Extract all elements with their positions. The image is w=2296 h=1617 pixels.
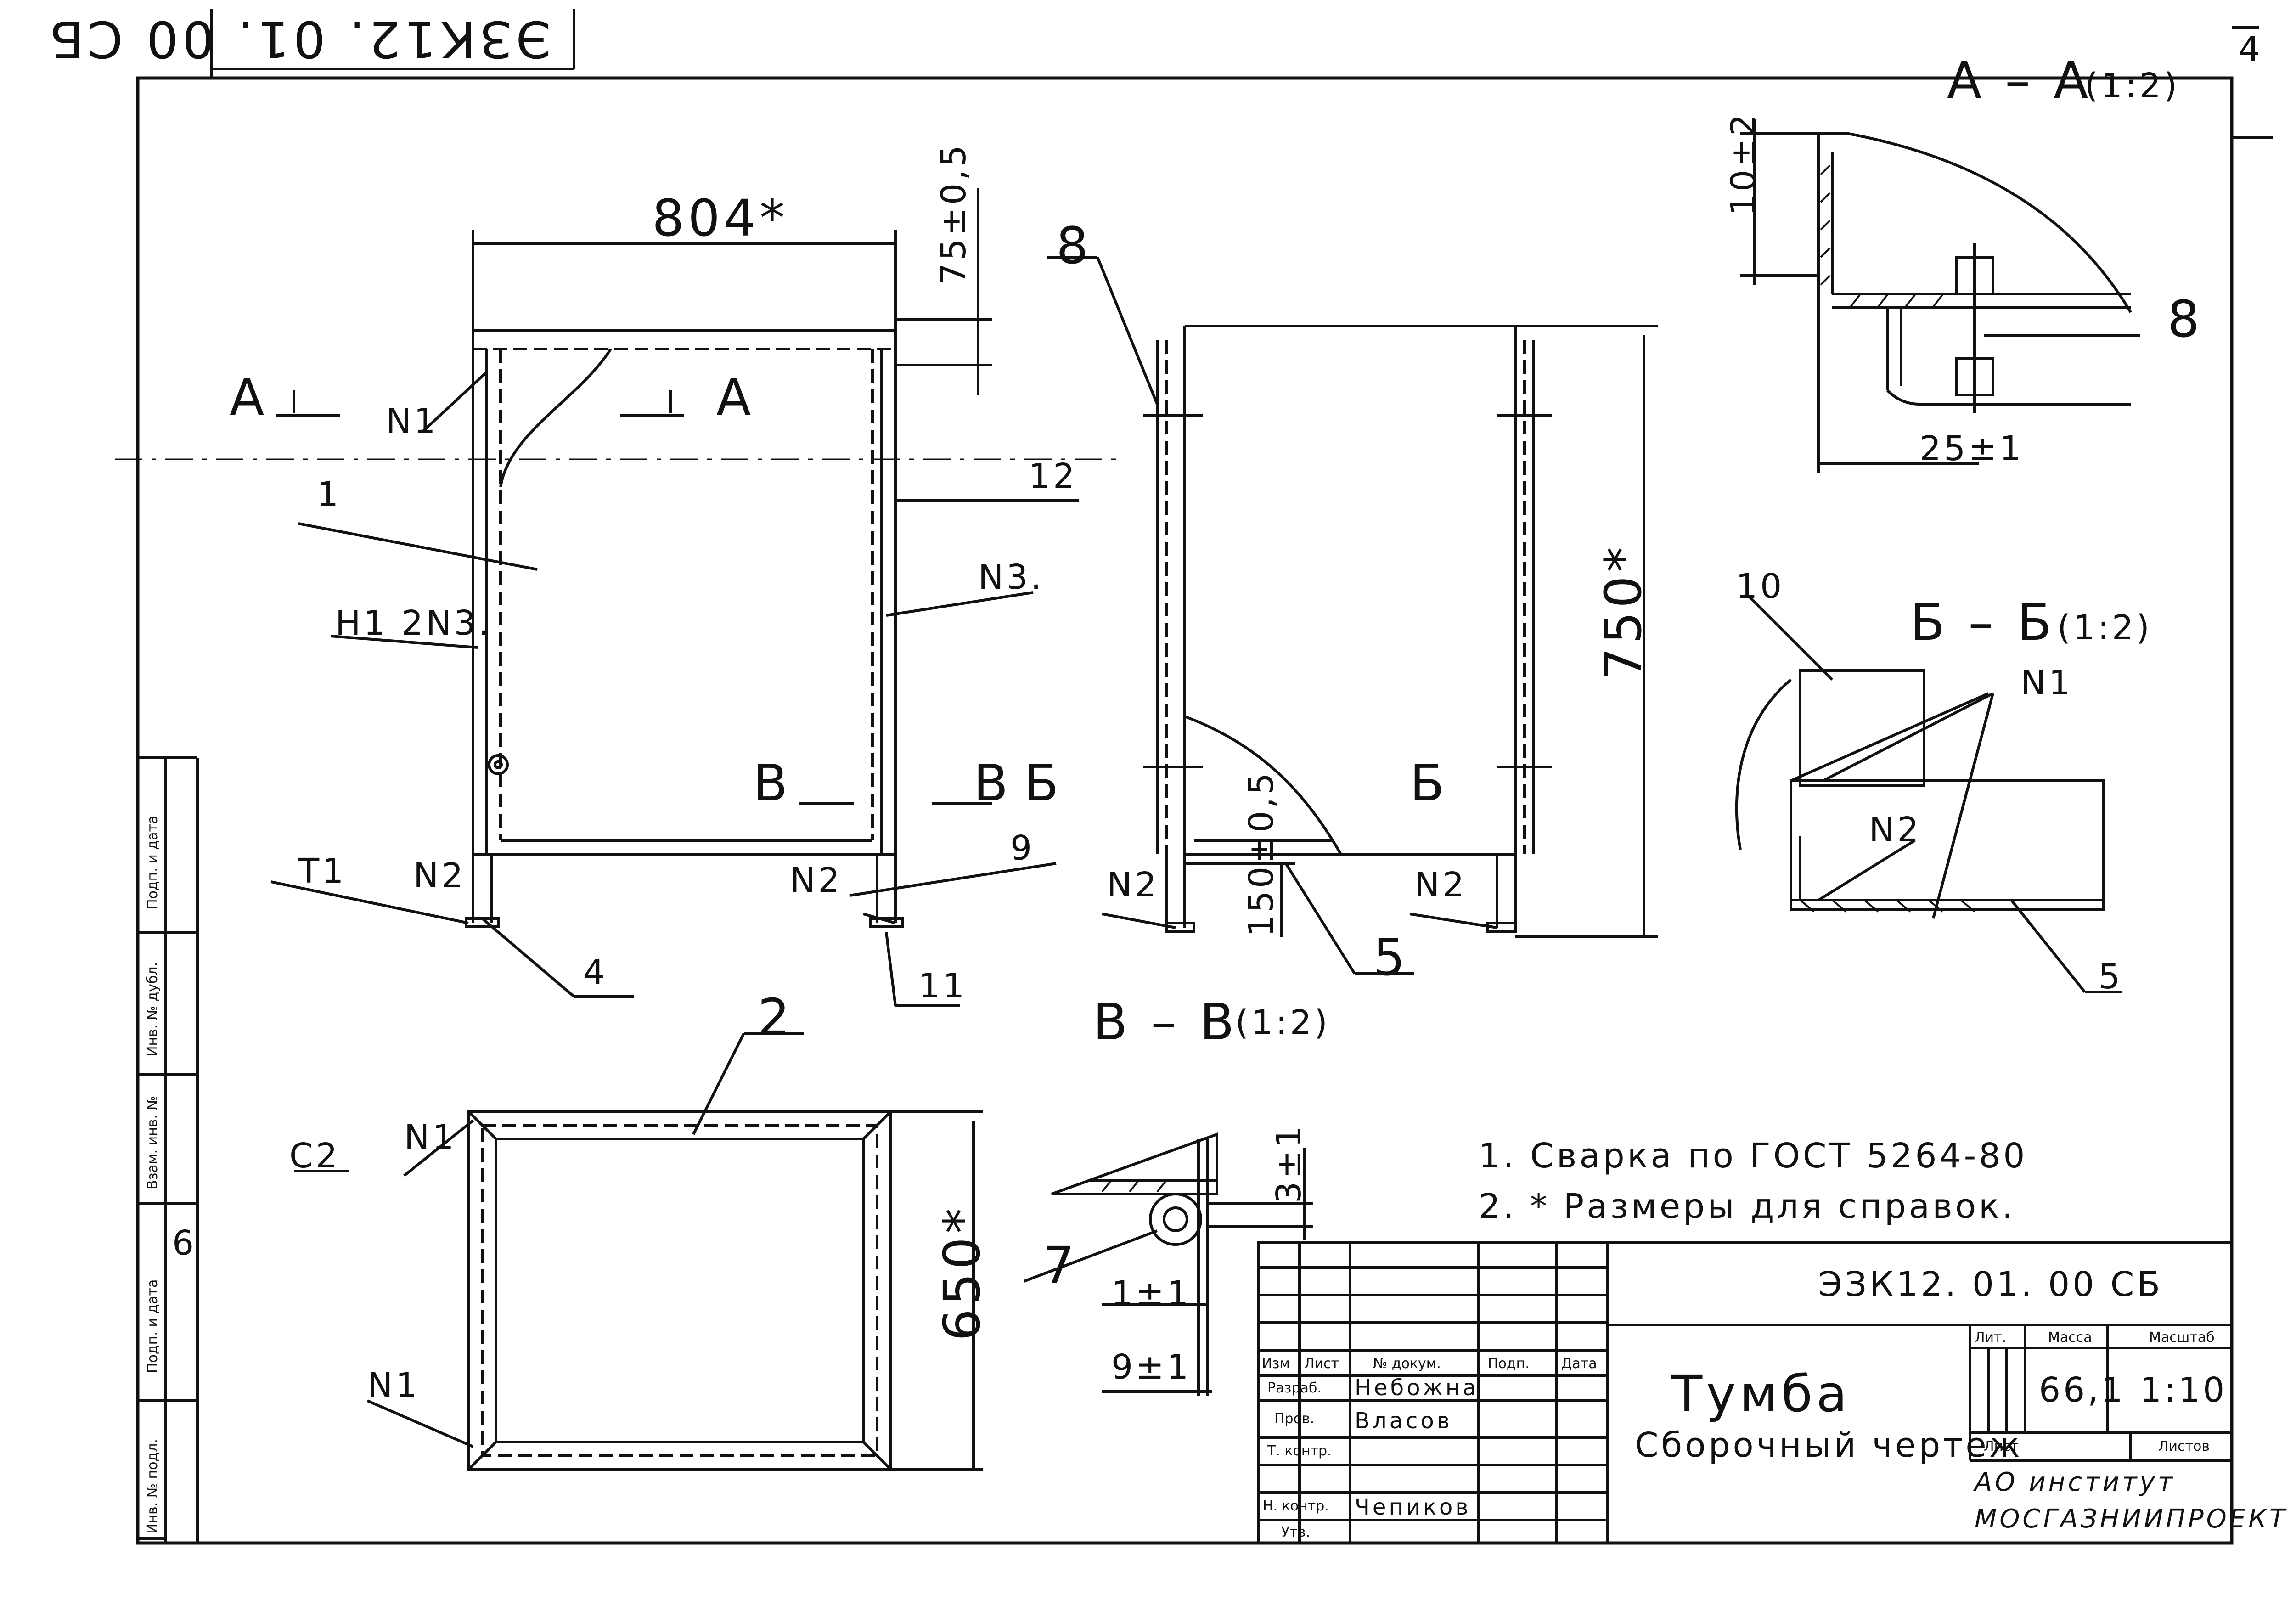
side-height-dim: 750*	[1594, 543, 1653, 680]
section-vv-dim-3: 3±1	[1269, 1123, 1309, 1203]
section-vv-scale: (1:2)	[1235, 1003, 1330, 1042]
title-block-code: ЭЗК12. 01. 00 СБ	[1818, 1265, 2163, 1304]
strip-label-sign-date-1: Подп. и дата	[145, 815, 161, 909]
strip-label-replace-no: Взам. инв. №	[145, 1096, 161, 1189]
top-item-2: 2	[758, 988, 793, 1047]
tb-sheet-label: Лист	[1984, 1438, 2019, 1454]
section-aa-dim-gap: 25±1	[1919, 429, 2024, 468]
section-bb-item-10: 10	[1736, 567, 1785, 606]
front-width-dim: 804*	[652, 189, 788, 248]
section-vv-dim-1: 1±1	[1111, 1274, 1192, 1313]
tb-role-approved: Утв.	[1281, 1524, 1310, 1540]
side-cut-b-left: Б	[1024, 754, 1063, 812]
section-vv-item-7: 7	[1042, 1236, 1078, 1295]
note-1: 1. Сварка по ГОСТ 5264-80	[1479, 1136, 2028, 1176]
front-top-dim: 75±0,5	[934, 142, 974, 285]
front-cut-v-left: В	[753, 754, 792, 812]
front-item-12: 12	[1029, 456, 1078, 496]
tb-scale-value: 1:10	[2140, 1370, 2228, 1410]
section-bb-scale: (1:2)	[2057, 608, 2152, 648]
section-bb-item-5: 5	[2099, 957, 2123, 997]
front-weld-n2b: N2	[790, 861, 843, 900]
tb-role-checker: Пров.	[1274, 1411, 1315, 1427]
section-bb-weld-n1: N1	[2020, 663, 2073, 703]
side-cut-b-right: Б	[1410, 754, 1448, 812]
front-cut-a-left: А	[230, 368, 268, 427]
tb-mass-value: 66,1	[2039, 1370, 2126, 1410]
side-item-5: 5	[1373, 928, 1409, 987]
strip-label-dup-no: Инв. № дубл.	[145, 962, 161, 1056]
front-item-9: 9	[1010, 828, 1035, 868]
title-block-name: Тумба	[1671, 1364, 1851, 1423]
front-weld-n2a: N2	[413, 856, 466, 896]
tb-header-list: Лист	[1304, 1356, 1339, 1372]
section-bb-weld-n2: N2	[1869, 810, 1922, 850]
front-weld-h1: Н1 2N3.	[335, 603, 492, 643]
tb-scale-label: Масштаб	[2149, 1330, 2215, 1346]
top-depth-dim: 650*	[933, 1205, 991, 1341]
section-aa-scale: (1:2)	[2085, 66, 2180, 106]
section-aa-dim-top: 10±2	[1724, 111, 1763, 216]
front-weld-t1: Т1	[298, 851, 347, 891]
tb-sheets-label: Листов	[2158, 1438, 2210, 1454]
side-item-8: 8	[1056, 216, 1092, 275]
section-aa-title: А – А	[1947, 51, 2092, 110]
tb-lit-label: Лит.	[1975, 1330, 2007, 1346]
note-2: 2. * Размеры для справок.	[1479, 1187, 2016, 1226]
tb-header-sign: Подп.	[1488, 1356, 1530, 1372]
tb-org-line2: МОСГАЗНИИПРОЕКТ	[1975, 1504, 2288, 1534]
tb-header-izm: Изм	[1262, 1356, 1290, 1372]
side-foot-dim: 150±0,5	[1242, 770, 1281, 937]
tb-header-date: Дата	[1561, 1356, 1597, 1372]
tb-mass-label: Масса	[2048, 1330, 2092, 1346]
strip-value: 6	[172, 1223, 197, 1263]
title-block-subtitle: Сборочный чертеж	[1635, 1425, 2023, 1465]
top-weld-c2: С2	[289, 1136, 340, 1176]
top-weld-n1b: N1	[367, 1366, 420, 1405]
top-weld-n1a: N1	[404, 1118, 457, 1157]
tb-role-tech-control: Т. контр.	[1267, 1443, 1332, 1459]
front-cut-a-right: А	[716, 368, 755, 427]
tb-name-norm-control: Чепиков	[1355, 1494, 1471, 1520]
tb-role-norm-control: Н. контр.	[1263, 1498, 1329, 1514]
section-vv-title: В – В	[1093, 992, 1238, 1051]
strip-label-orig-no: Инв. № подл.	[145, 1439, 161, 1534]
front-item-1: 1	[317, 475, 342, 514]
front-weld-n1: N1	[386, 401, 439, 441]
front-weld-n3: N3.	[978, 558, 1044, 597]
tb-header-doc: № докум.	[1373, 1356, 1441, 1372]
tb-role-developer: Разраб.	[1267, 1380, 1322, 1396]
front-item-11: 11	[918, 966, 968, 1006]
section-vv-dim-9: 9±1	[1111, 1347, 1192, 1387]
sheet-corner-number: 4	[2239, 29, 2263, 69]
front-item-4: 4	[583, 952, 608, 992]
tb-org-line1: АО институт	[1975, 1467, 2176, 1497]
strip-label-sign-date-2: Подп. и дата	[145, 1279, 161, 1373]
front-cut-v-right: В	[974, 754, 1012, 812]
side-weld-n2b: N2	[1414, 865, 1467, 905]
side-weld-n2a: N2	[1107, 865, 1159, 905]
section-aa-item-8: 8	[2167, 290, 2203, 349]
tb-name-developer: Небожна	[1355, 1375, 1479, 1401]
tb-name-checker: Власов	[1355, 1408, 1453, 1434]
section-bb-title: Б – Б	[1910, 593, 2055, 652]
mirrored-stamp-code: ЭЗК12. 01. 00 СБ	[45, 10, 551, 68]
